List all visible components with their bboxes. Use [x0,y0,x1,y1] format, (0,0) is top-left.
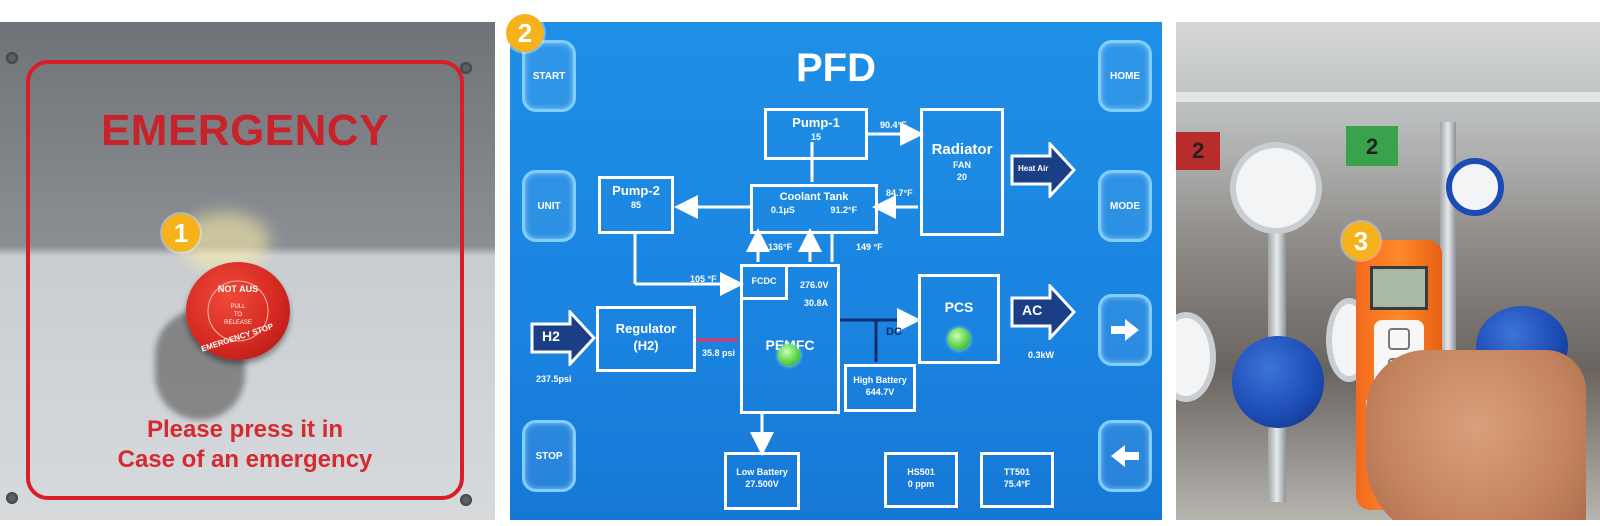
radiator-value: 20 [956,172,967,182]
pfd-title: PFD [796,46,876,90]
low-battery-block[interactable]: Low Battery 27.500V [724,452,800,510]
heat-air-arrow: Heat Air [1010,140,1077,200]
green-tag: 2 [1346,126,1398,166]
flow-lines [633,122,924,456]
pressure-gauge [1446,158,1504,216]
hs501-label: HS501 [907,467,935,477]
radiator-block[interactable]: Radiator FAN 20 [920,108,1004,236]
pemfc-status-led [778,344,800,366]
ac-outlet-arrow: AC [1010,282,1077,342]
emergency-stop-photo: EMERGENCY NOT AUS PULL TO RELEASE EMERGE… [0,22,495,520]
low-battery-label: Low Battery [736,467,788,477]
step-badge: 2 [506,14,544,52]
pcs-block[interactable]: PCS [918,274,1000,364]
screw-icon [6,492,18,504]
radiator-outlet-temp: 84.7°F [886,188,913,198]
pump-2-outlet-temp: 105 °F [690,274,717,284]
red-tag-number: 2 [1192,138,1205,163]
coolant-tank-label: Coolant Tank [779,191,849,203]
low-battery-value: 27.500V [745,479,779,489]
home-button[interactable]: HOME [1098,40,1152,112]
tt501-value: 75.4°F [1003,479,1031,489]
pemfc-current: 30.8A [804,298,829,308]
high-battery-value: 644.7V [865,387,895,397]
emergency-message-line-2: Case of an emergency [117,446,373,473]
button-text-release: RELEASE [224,320,252,326]
unit-button[interactable]: UNIT [522,170,576,242]
pcs-label: PCS [944,299,974,315]
detector-screen [1370,266,1428,310]
coolant-conductivity: 0.1μS [770,205,795,215]
pfd-screen: PFD START UNIT STOP HOME MODE [510,22,1162,520]
valve-knob [1232,336,1324,428]
heat-air-label: Heat Air [1018,164,1049,173]
ac-output-power: 0.3kW [1028,350,1055,360]
screw-icon [6,52,18,64]
coolant-values: 0.1μS 91.2°F [753,205,875,215]
high-battery-block[interactable]: High Battery 644.7V [844,364,916,412]
coolant-temperature: 91.2°F [830,205,858,215]
pemfc-voltage: 276.0V [800,280,829,290]
regulator-block[interactable]: Regulator (H2) [596,306,696,372]
radiator-fan-label: FAN [953,160,971,170]
hs501-value: 0 ppm [907,479,935,489]
pump-1-value: 15 [810,132,821,142]
h2-arrow-label: H2 [542,328,560,344]
fcdc-label: FCDC [751,276,777,286]
button-text-bottom: EMERGENCY STOP [200,322,275,354]
hand [1366,350,1586,520]
arrow-right-icon [1111,319,1139,341]
mode-button[interactable]: MODE [1098,170,1152,242]
pressure-gauge [1176,312,1216,402]
emergency-stop-button[interactable]: NOT AUS PULL TO RELEASE EMERGENCY STOP [186,262,290,360]
green-tag-number: 2 [1366,134,1379,159]
button-text-top: NOT AUS [218,284,258,294]
dc-label: DC [886,326,902,338]
tank-right-temp: 149 °F [856,242,883,252]
high-battery-label: High Battery [853,375,907,385]
gas-detector-photo: 2 2 [1176,22,1600,520]
pump-1-block[interactable]: Pump-1 15 [764,108,868,160]
regulator-sub: (H2) [633,338,659,353]
button-text-to: TO [234,312,243,318]
screw-icon [460,62,472,74]
regulator-label: Regulator [615,321,677,336]
pump-1-outlet-temp: 90.4°F [880,120,907,130]
stop-button[interactable]: STOP [522,420,576,492]
fcdc-block[interactable]: FCDC [740,264,788,300]
start-button[interactable]: START [522,40,576,112]
button-text-pull: PULL [230,304,246,310]
hs501-block[interactable]: HS501 0 ppm [884,452,958,508]
pressure-gauge [1230,142,1322,234]
h2-inlet-pressure: 237.5psi [536,374,572,384]
step-badge: 1 [162,214,200,252]
radiator-label: Radiator [931,141,993,158]
regulator-outlet-pressure: 35.8 psi [702,348,736,358]
ac-arrow-label: AC [1022,302,1043,318]
emergency-message-line-1: Please press it in [146,416,344,443]
screw-icon [460,494,472,506]
tt501-block[interactable]: TT501 75.4°F [980,452,1054,508]
pump-1-label: Pump-1 [792,115,840,130]
tt501-label: TT501 [1003,467,1030,477]
pump-2-value: 85 [630,200,641,210]
step-badge: 3 [1342,222,1380,260]
pump-2-block[interactable]: Pump-2 85 [598,176,674,234]
emergency-frame [26,60,464,500]
emergency-message: Please press it in Case of an emergency [26,415,464,475]
h2-inlet-arrow: H2 [530,308,597,368]
arrow-left-icon [1111,445,1139,467]
shelf [1176,92,1600,102]
red-tag: 2 [1176,132,1220,170]
emergency-title: EMERGENCY [100,106,390,155]
next-button[interactable] [1098,294,1152,366]
coolant-tank-block[interactable]: Coolant Tank 0.1μS 91.2°F [750,184,878,234]
back-button[interactable] [1098,420,1152,492]
tank-left-temp: 136°F [768,242,793,252]
pump-2-label: Pump-2 [612,183,660,198]
pcs-status-led [948,328,970,350]
